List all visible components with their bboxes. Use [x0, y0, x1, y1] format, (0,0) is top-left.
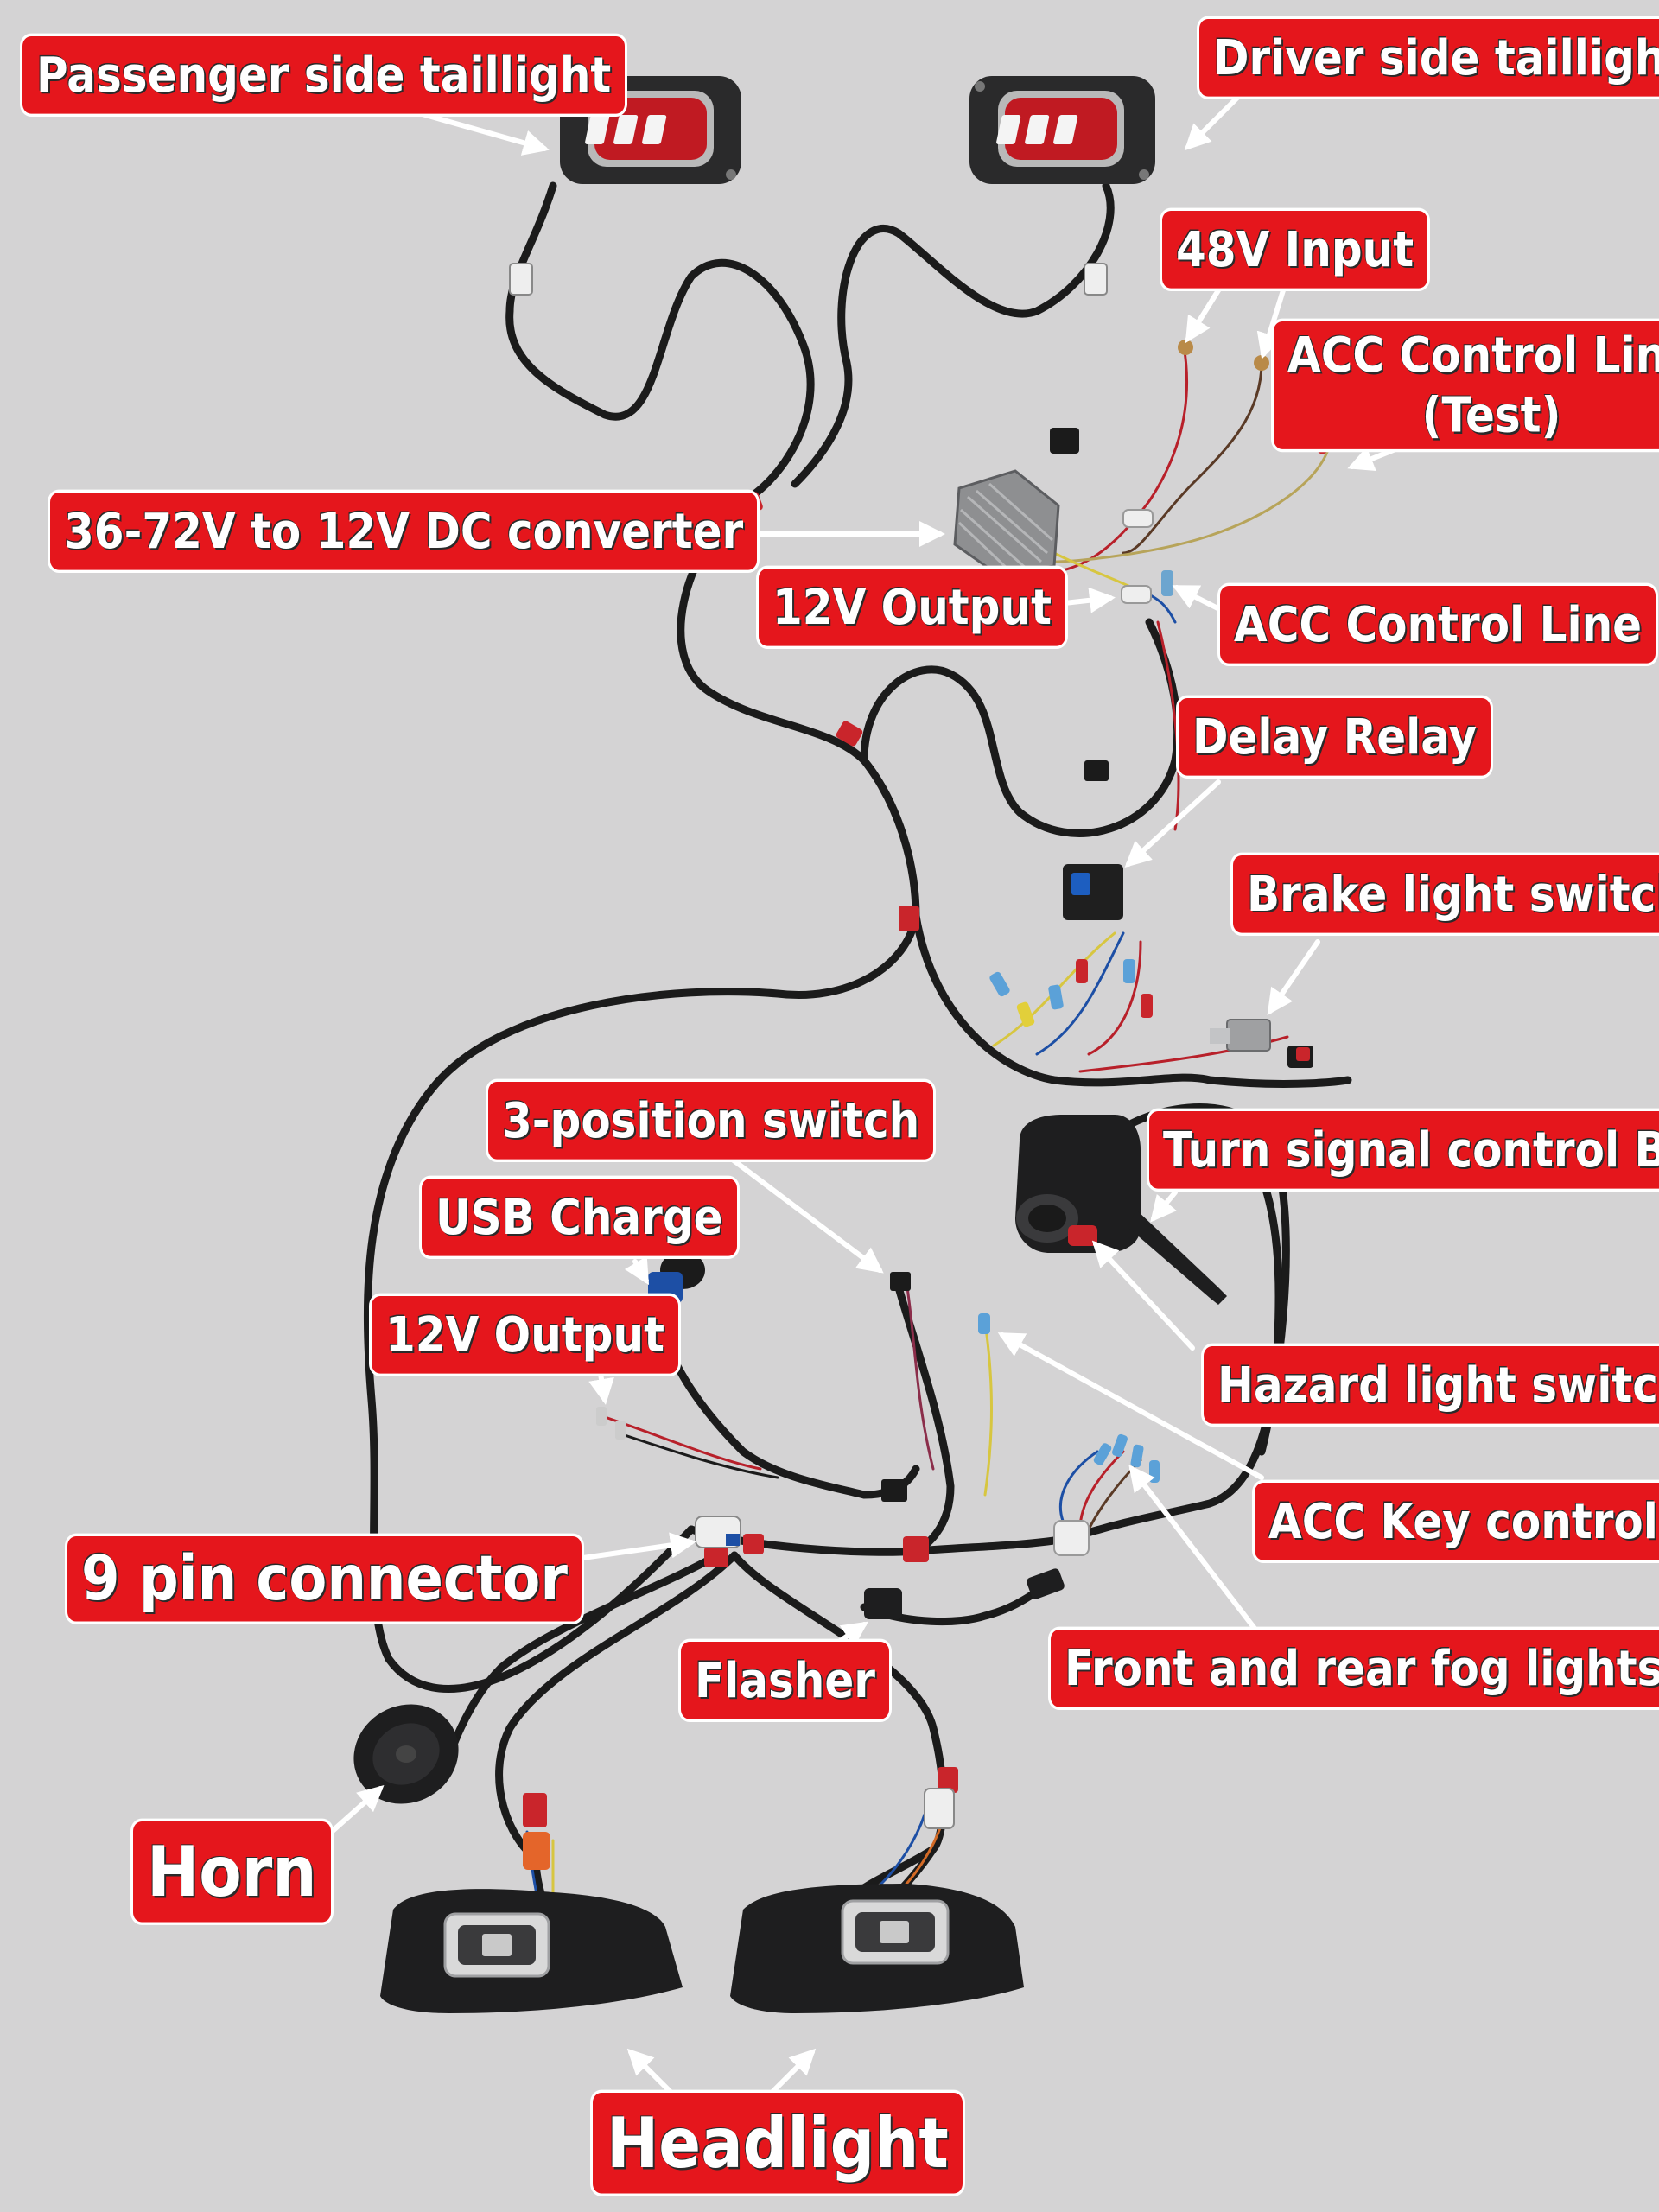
right-headlight-shape: [730, 1884, 1024, 2013]
label-acc-control-line-test-line1: ACC Control Line: [1287, 327, 1659, 384]
left-headlight-shape: [380, 1889, 683, 2013]
nine-pin-connector-shape: [695, 1516, 741, 1548]
dc-converter-shape: [953, 469, 1060, 576]
driver-taillight-shape: [969, 76, 1155, 184]
delay-relay-shape: [1063, 864, 1123, 920]
three-position-switch-shape: [890, 1272, 911, 1291]
flasher-shape: [864, 1588, 902, 1619]
harness-tape-sleeves: [523, 492, 958, 1827]
label-acc-key-control: ACC Key control: [1255, 1483, 1659, 1560]
label-3-position-switch: 3-position switch: [488, 1082, 934, 1160]
label-acc-control-line: ACC Control Line: [1220, 586, 1656, 664]
label-acc-control-line-test-line2: (Test): [1421, 387, 1561, 444]
label-9-pin-connector: 9 pin connector: [67, 1536, 582, 1622]
label-hazard-light-switch: Hazard light switch: [1204, 1346, 1659, 1424]
label-usb-charge: USB Charge: [422, 1179, 737, 1256]
label-delay-relay: Delay Relay: [1179, 698, 1491, 776]
label-passenger-side-taillight: Passenger side taillight: [22, 36, 626, 114]
label-48v-input: 48V Input: [1162, 211, 1428, 289]
label-dc-converter: 36-72V to 12V DC converter: [50, 493, 758, 570]
label-turn-signal-control-box: Turn signal control Box: [1149, 1111, 1659, 1189]
relay-terminals: [989, 959, 1153, 1027]
label-acc-control-line-test: ACC Control Line (Test): [1274, 321, 1659, 449]
label-headlight: Headlight: [593, 2093, 963, 2194]
brake-light-switch-shape: [1210, 1019, 1313, 1068]
turn-signal-box-shape: [1015, 1115, 1227, 1305]
label-flasher: Flasher: [681, 1642, 889, 1719]
horn-shape: [353, 1704, 459, 1804]
label-brake-light-switch: Brake light switch: [1233, 855, 1659, 933]
label-12v-output-bottom: 12V Output: [372, 1296, 678, 1374]
label-12v-output-top: 12V Output: [759, 569, 1065, 646]
label-driver-side-taillight: Driver side taillight: [1199, 19, 1659, 97]
label-horn: Horn: [133, 1821, 331, 1923]
label-front-and-rear-fog-lights: Front and rear fog lights: [1051, 1630, 1659, 1707]
